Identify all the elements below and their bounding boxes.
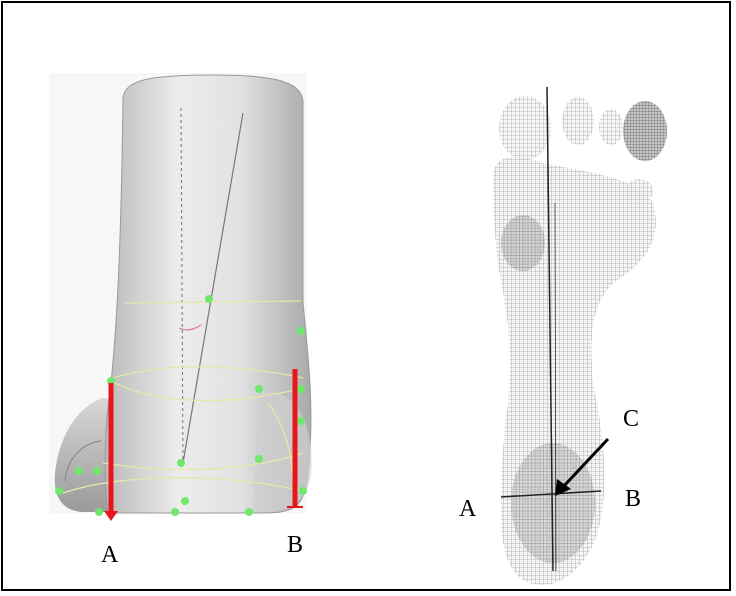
- right-label-a: A: [459, 497, 476, 521]
- marker-a-arrow: [104, 511, 118, 521]
- landmark-point: [171, 508, 179, 516]
- landmark-point: [255, 455, 263, 463]
- landmark-point: [177, 459, 185, 467]
- landmark-point: [93, 467, 101, 475]
- toe-print: [623, 101, 667, 161]
- foot-model-3d: [49, 73, 311, 521]
- figure-canvas: [3, 3, 733, 593]
- toe-print: [599, 109, 623, 145]
- left-label-a: A: [101, 543, 118, 567]
- landmark-point: [75, 467, 83, 475]
- landmark-point: [205, 295, 213, 303]
- ball-shading: [501, 215, 545, 271]
- landmark-point: [297, 417, 305, 425]
- landmark-point: [255, 385, 263, 393]
- toe-print: [562, 97, 594, 145]
- landmark-point: [55, 487, 63, 495]
- landmark-point: [181, 497, 189, 505]
- landmark-point: [297, 385, 305, 393]
- landmark-point: [297, 327, 305, 335]
- landmark-point: [245, 508, 253, 516]
- right-label-b: B: [625, 487, 641, 511]
- landmark-point: [95, 508, 103, 516]
- toe-print: [499, 96, 551, 160]
- landmark-point: [299, 487, 307, 495]
- left-label-b: B: [287, 533, 303, 557]
- right-label-c: C: [623, 407, 639, 431]
